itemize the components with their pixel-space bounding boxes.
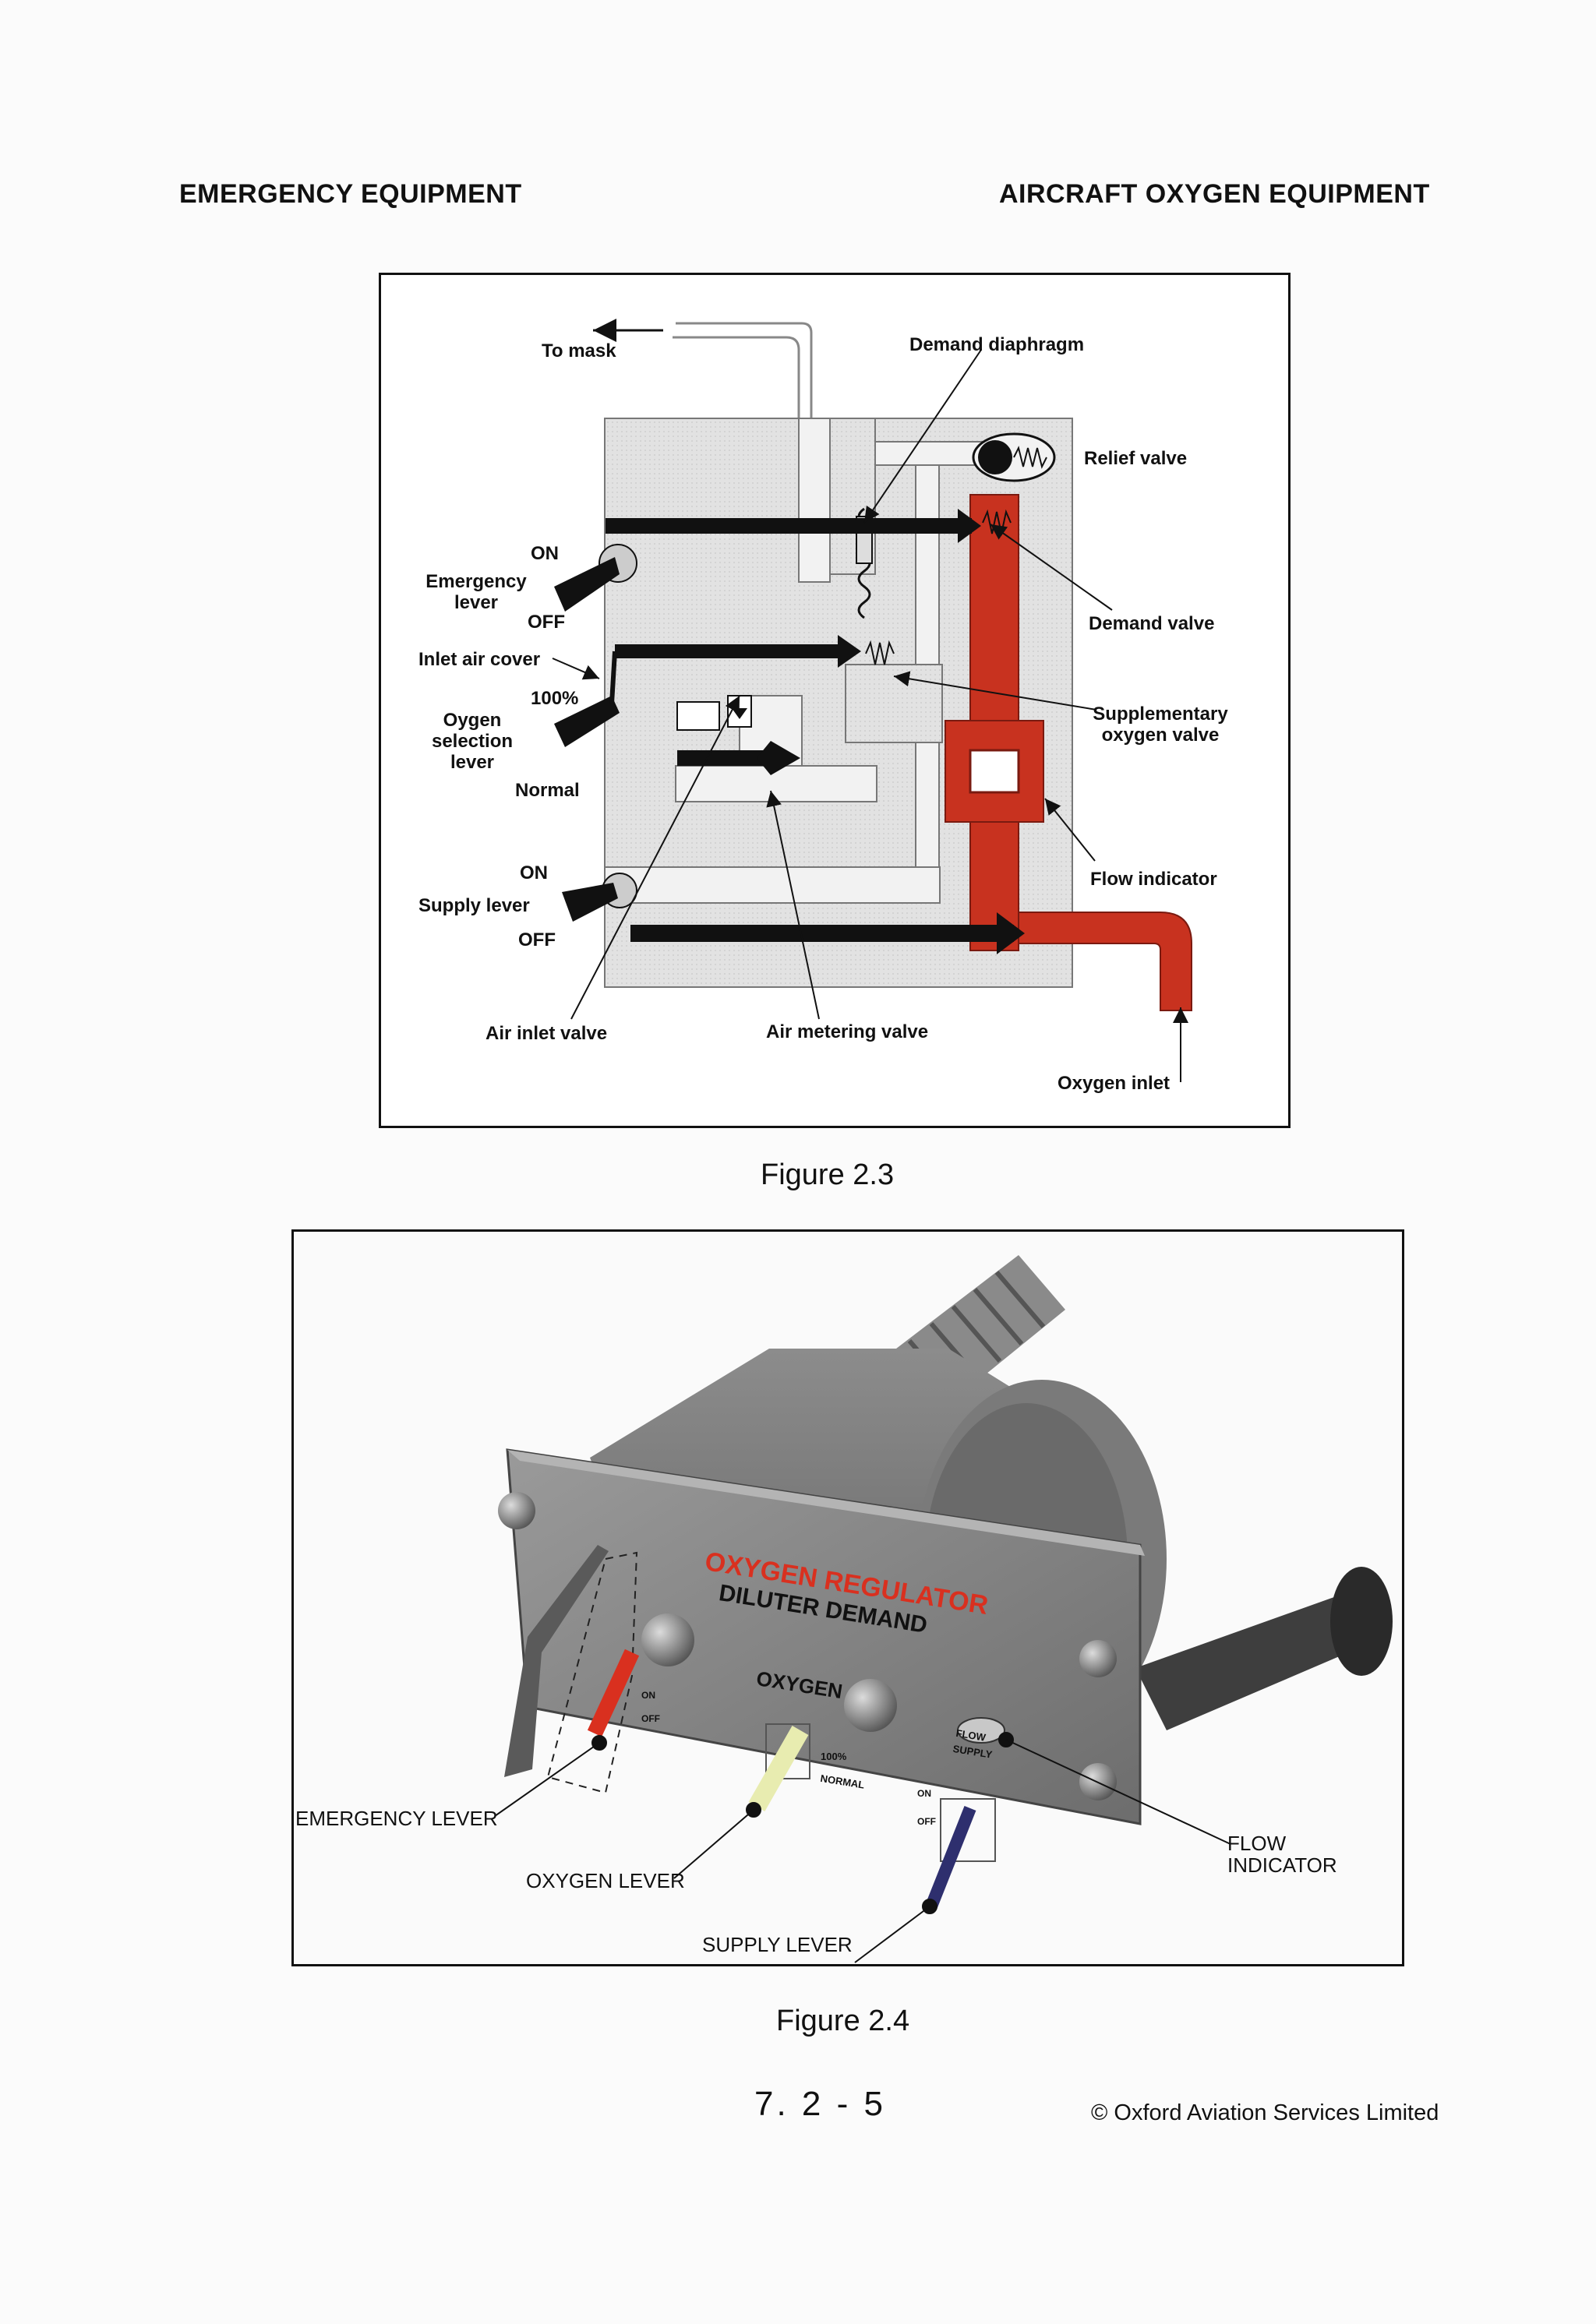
supply-lever bbox=[925, 1806, 976, 1909]
callout-supply-lever: SUPPLY LEVER bbox=[702, 1933, 853, 1956]
label-emergency-lever: Emergency lever bbox=[425, 571, 527, 613]
label-oxygen-inlet: Oxygen inlet bbox=[1058, 1073, 1171, 1094]
label-inlet-air-cover: Inlet air cover bbox=[418, 649, 541, 670]
callout-flow-indicator-line2: INDICATOR bbox=[1227, 1853, 1337, 1877]
label-air-metering-valve: Air metering valve bbox=[766, 1021, 929, 1042]
mounting-rod bbox=[1135, 1590, 1385, 1730]
emergency-lever-assembly bbox=[554, 509, 981, 612]
panel-knob-icon bbox=[844, 1679, 897, 1732]
header-chapter-title: AIRCRAFT OXYGEN EQUIPMENT bbox=[999, 179, 1430, 209]
emergency-lever-cover bbox=[504, 1545, 609, 1777]
page-number: 7. 2 - 5 bbox=[754, 2085, 886, 2123]
figure-2-4-illustration: OXYGEN REGULATOR DILUTER DEMAND OXYGEN O… bbox=[291, 1229, 1404, 1966]
label-relief-valve: Relief valve bbox=[1084, 448, 1188, 469]
label-demand-diaphragm: Demand diaphragm bbox=[909, 334, 1085, 355]
label-air-inlet-valve: Air inlet valve bbox=[486, 1023, 608, 1044]
figure-2-3-schematic: To mask Demand diaphragm Relief valve De… bbox=[379, 273, 1291, 1128]
figure-2-4-caption: Figure 2.4 bbox=[776, 2005, 910, 2037]
callout-flow-indicator-line1: FLOW bbox=[1227, 1832, 1287, 1855]
panel-screw-icon bbox=[1079, 1640, 1117, 1677]
supply-lever-assembly bbox=[562, 873, 1025, 954]
label-demand-valve: Demand valve bbox=[1089, 613, 1215, 634]
demand-valve bbox=[982, 509, 1012, 534]
panel-100-percent: 100% bbox=[821, 1751, 847, 1762]
label-to-mask: To mask bbox=[542, 340, 616, 361]
panel-on-2: ON bbox=[917, 1788, 931, 1799]
callout-emergency-lever: EMERGENCY LEVER bbox=[295, 1807, 498, 1830]
label-supply-off: OFF bbox=[518, 929, 556, 950]
air-inlet-valve-spring bbox=[676, 701, 720, 731]
panel-on-1: ON bbox=[641, 1690, 655, 1701]
supplementary-oxygen-valve bbox=[865, 640, 895, 665]
header-section-title: EMERGENCY EQUIPMENT bbox=[179, 179, 522, 209]
mask-tube bbox=[676, 322, 813, 418]
label-emergency-on: ON bbox=[531, 543, 559, 564]
label-emergency-off: OFF bbox=[528, 612, 565, 633]
regulator-panel-illustration bbox=[494, 1255, 1393, 1963]
callout-oxygen-lever: OXYGEN LEVER bbox=[526, 1869, 685, 1892]
oxygen-lever bbox=[748, 1726, 809, 1811]
emergency-lever bbox=[587, 1649, 640, 1737]
label-oxygen-selection-lever: Oygen selection lever bbox=[431, 710, 514, 773]
label-supply-lever: Supply lever bbox=[418, 895, 530, 916]
panel-knob-icon bbox=[641, 1613, 694, 1666]
panel-off-1: OFF bbox=[641, 1713, 660, 1724]
flow-indicator-window bbox=[957, 1717, 1005, 1744]
flow-indicator-window bbox=[969, 749, 1020, 794]
label-supply-on: ON bbox=[520, 862, 548, 883]
label-flow-indicator: Flow indicator bbox=[1090, 869, 1217, 890]
label-selection-100: 100% bbox=[531, 688, 579, 709]
figure-2-3-caption: Figure 2.3 bbox=[761, 1158, 895, 1191]
panel-screw-icon bbox=[498, 1492, 535, 1529]
label-selection-normal: Normal bbox=[515, 780, 580, 801]
panel-off-2: OFF bbox=[917, 1816, 936, 1827]
label-supplementary-oxygen-valve: Supplementary oxygen valve bbox=[1093, 704, 1228, 746]
copyright-notice: © Oxford Aviation Services Limited bbox=[1091, 2100, 1439, 2125]
oxygen-flow-path bbox=[945, 494, 1192, 1011]
regulator-schematic-diagram bbox=[552, 319, 1192, 1082]
air-metering-valve bbox=[757, 741, 800, 775]
